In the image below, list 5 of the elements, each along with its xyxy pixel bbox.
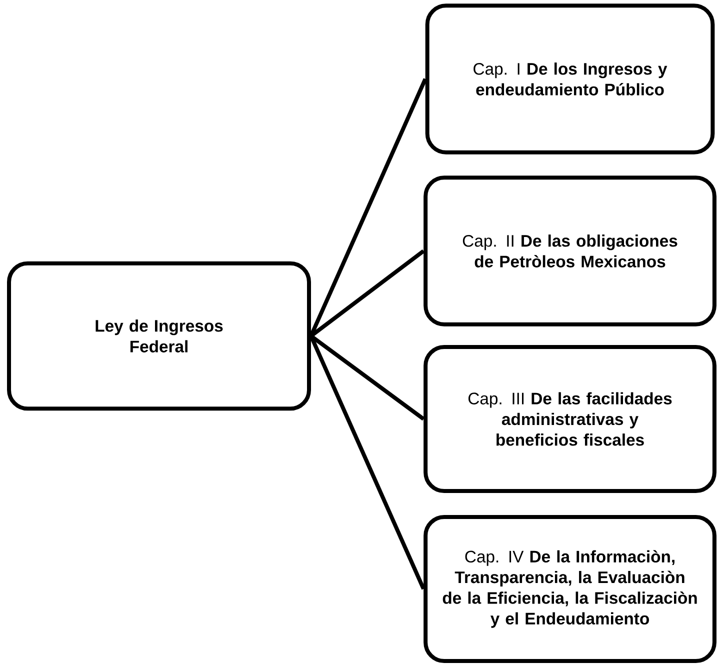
chapter-box: Cap. IV De la Informaciòn, Transparencia, la Evaluaciòn de la Eficiencia, la Fiscalizaciòn y el Endeudamiento [424,515,716,663]
chapter-box: Cap. I De los Ingresos y endeudamiento Público [425,4,715,154]
law-box: Ley de Ingresos Federal [7,261,311,411]
chapter-box: Cap. III De las facilidades administrativas y beneficios fiscales [424,345,716,493]
chapter-box: Cap. II De las obligaciones de Petròleos Mexicanos [424,176,716,326]
